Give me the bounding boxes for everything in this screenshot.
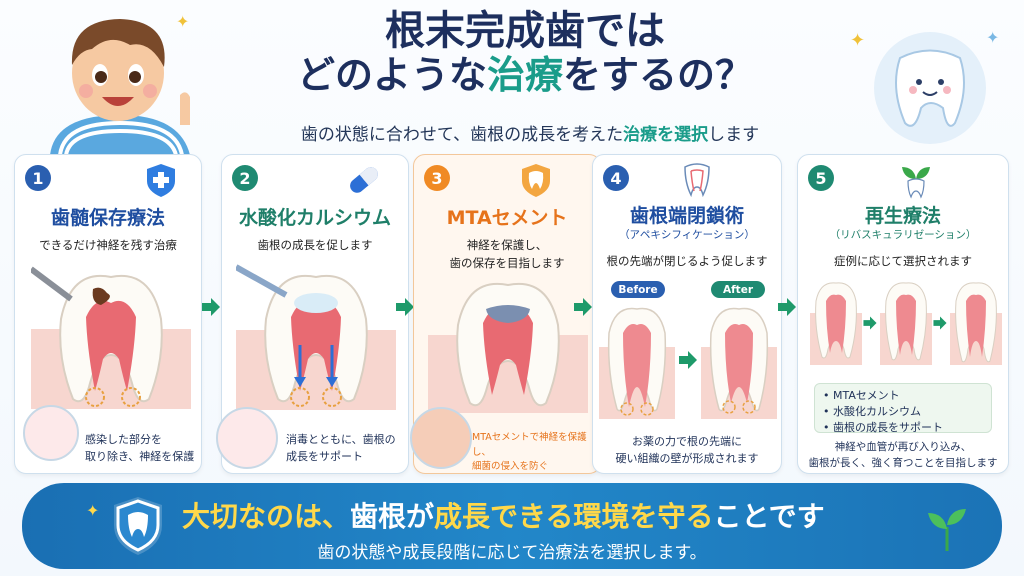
banner-headline: 大切なのは、歯根が成長できる環境を守ることです	[182, 500, 825, 533]
arrow-right-icon	[778, 298, 796, 316]
sparkle-icon: ✦	[850, 30, 866, 51]
step-number: 2	[232, 165, 258, 191]
step-number: 1	[25, 165, 51, 191]
treatment-card-4: 4 歯根端閉鎖術 （アペキシフィケーション） 根の先端が閉じるよう促します Be…	[592, 154, 782, 474]
step-number: 5	[808, 165, 834, 191]
step-number: 3	[424, 165, 450, 191]
arrow-right-icon	[679, 351, 697, 369]
tooth-character-illustration	[874, 32, 986, 144]
card-description: 歯根の成長を促します	[257, 238, 373, 252]
tooth-stage3-illustration	[950, 282, 1002, 365]
arrow-right-icon	[933, 316, 947, 330]
card-note: 感染した部分を 取り除き、神経を保護	[85, 433, 195, 464]
sparkle-icon: ✦	[986, 28, 1000, 47]
card-note: 消毒とともに、歯根の 成長をサポート	[286, 433, 396, 464]
card-description: できるだけ神経を残す治療	[39, 238, 177, 252]
arrow-right-icon	[202, 298, 220, 316]
treatment-card-1: 1 歯髄保存療法 できるだけ神経を残す治療 感染した部分を 取り除き、神経を保護	[14, 154, 202, 474]
card-note: 神経や血管が再び入り込み、 歯根が長く、強く育つことを目指します	[808, 441, 998, 470]
sparkle-icon: ✦	[176, 12, 190, 31]
before-badge: Before	[611, 281, 665, 298]
capsule-icon	[350, 167, 378, 193]
card-note: お薬の力で根の先端に 硬い組織の壁が形成されます	[615, 435, 759, 466]
regeneration-methods-list: • MTAセメント • 水酸化カルシウム • 歯根の成長をサポート	[814, 383, 992, 434]
tooth-calcium-illustration	[236, 264, 396, 410]
card-subtitle: （リバスキュラリゼーション）	[829, 229, 977, 241]
list-item: • MTAセメント	[823, 389, 900, 402]
list-item: • 水酸化カルシウム	[823, 404, 921, 418]
treatment-card-2: 2 水酸化カルシウム 歯根の成長を促します 消毒とともに、歯根の 成長をサポート	[216, 154, 409, 474]
summary-banner: ✦ 大切なのは、歯根が成長できる環境を守ることです 歯の状態や成長段階に応じて治…	[22, 483, 1002, 569]
page-title: 根末完成歯では どのような治療をするの？	[230, 8, 820, 98]
arrow-right-icon	[863, 316, 877, 330]
tooth-stage1-illustration	[810, 282, 862, 365]
card-title: MTAセメント	[446, 207, 568, 229]
tooth-mta-illustration	[428, 282, 588, 413]
after-badge: After	[711, 281, 765, 298]
card-description: 神経を保護し、 歯の保存を目指します	[449, 238, 565, 270]
card-subtitle: （アペキシフィケーション）	[619, 229, 755, 241]
card-description: 根の先端が閉じるよう促します	[606, 254, 768, 268]
tooth-before-illustration	[599, 307, 675, 419]
tooth-stage2-illustration	[880, 282, 932, 365]
arrow-right-icon	[574, 298, 592, 316]
sprout-tooth-icon	[902, 167, 930, 199]
title-line2: どのような治療をするの？	[296, 53, 754, 97]
shield-plus-icon	[147, 164, 175, 197]
arrow-right-icon	[396, 298, 414, 316]
inset-pulp-illustration	[23, 405, 79, 461]
card-title: 水酸化カルシウム	[238, 207, 391, 229]
tooth-after-illustration	[701, 307, 777, 419]
card-title: 再生療法	[864, 205, 941, 227]
tooth-decay-illustration	[31, 266, 191, 409]
sprout-icon	[928, 509, 966, 551]
inset-mta-illustration	[410, 407, 472, 469]
tooth-root-icon	[684, 163, 710, 198]
inset-gum-illustration	[216, 407, 278, 469]
step-number: 4	[603, 165, 629, 191]
treatment-card-3: 3 MTAセメント 神経を保護し、 歯の保存を目指します MTAセメントで神経を…	[410, 154, 601, 474]
title-line1: 根末完成歯では	[385, 8, 665, 54]
tooth-shield-icon	[114, 497, 162, 555]
sparkle-icon: ✦	[86, 501, 100, 520]
banner-subtext: 歯の状態や成長段階に応じて治療法を選択します。	[317, 543, 707, 563]
card-description: 症例に応じて選択されます	[834, 254, 972, 268]
card-note: MTAセメントで神経を保護し、 細菌の侵入を防ぐ	[472, 432, 587, 473]
card-title: 歯髄保存療法	[50, 207, 165, 229]
tooth-shield-icon	[522, 164, 550, 197]
card-title: 歯根端閉鎖術	[629, 205, 744, 227]
boy-illustration	[50, 19, 190, 155]
page-subtitle: 歯の状態に合わせて、歯根の成長を考えた治療を選択します	[300, 125, 760, 145]
list-item: • 歯根の成長をサポート	[823, 420, 943, 434]
